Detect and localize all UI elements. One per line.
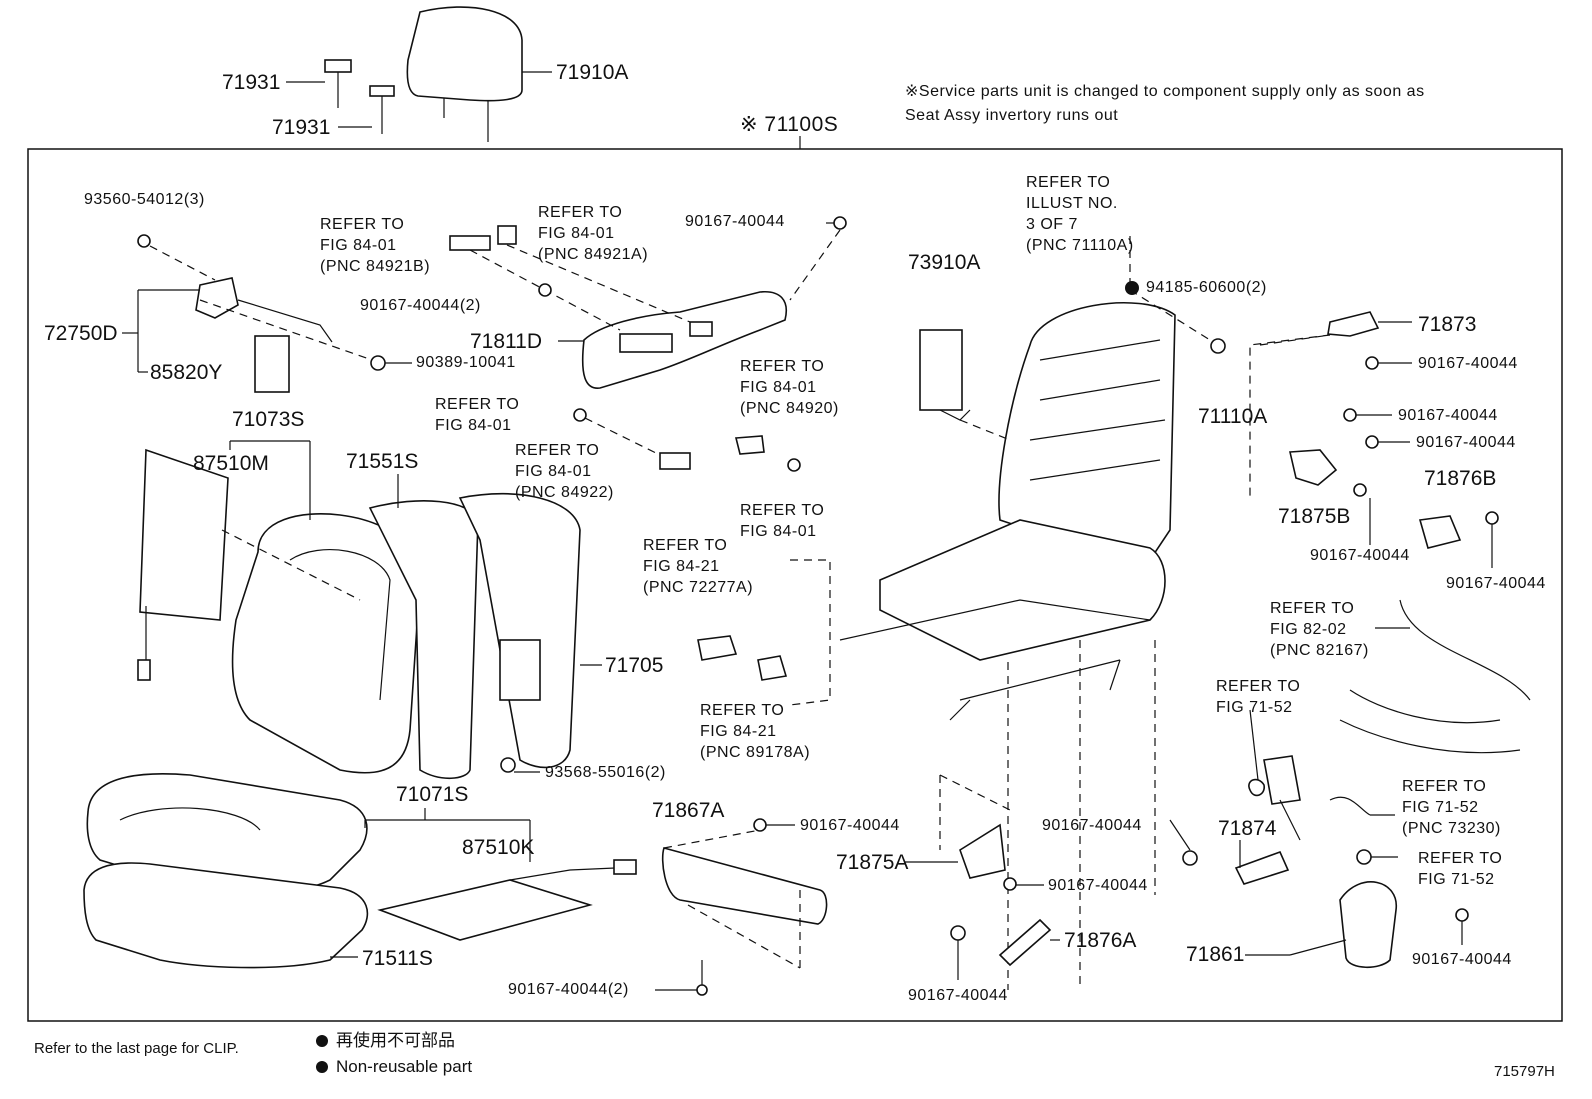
part-90167-c4[interactable]: 90167-40044 bbox=[1412, 951, 1512, 968]
part-93560[interactable]: 93560-54012(3) bbox=[84, 191, 205, 208]
part-71876B[interactable]: 71876B bbox=[1424, 467, 1497, 490]
part-85820Y[interactable]: 85820Y bbox=[150, 361, 223, 384]
legend-jp: 再使用不可部品 bbox=[316, 1032, 455, 1049]
service-note-line2: Seat Assy invertory runs out bbox=[905, 107, 1119, 124]
part-71073S[interactable]: 71073S bbox=[232, 408, 305, 431]
part-87510M[interactable]: 87510M bbox=[193, 452, 269, 475]
cover-bar-drawing bbox=[655, 818, 828, 996]
part-71705[interactable]: 71705 bbox=[605, 654, 664, 677]
bottom-center-drawing bbox=[905, 774, 1060, 980]
part-90167-mid[interactable]: 90167-40044 bbox=[800, 817, 900, 834]
part-71861[interactable]: 71861 bbox=[1186, 943, 1245, 966]
legend-en-text: Non-reusable part bbox=[336, 1057, 473, 1076]
non-reusable-marker-icon bbox=[1125, 281, 1139, 295]
legend-jp-text: 再使用不可部品 bbox=[336, 1031, 455, 1050]
part-72750D[interactable]: 72750D bbox=[44, 322, 118, 345]
part-90167-bot[interactable]: 90167-40044(2) bbox=[508, 981, 629, 998]
service-note-line1: ※Service parts unit is changed to compon… bbox=[905, 83, 1425, 100]
part-93568[interactable]: 93568-55016(2) bbox=[545, 764, 666, 781]
part-71876A[interactable]: 71876A bbox=[1064, 929, 1137, 952]
part-90167-top[interactable]: 90167-40044 bbox=[685, 213, 785, 230]
part-71511S[interactable]: 71511S bbox=[362, 947, 433, 970]
part-90167-r4[interactable]: 90167-40044 bbox=[1310, 547, 1410, 564]
clip-note: Refer to the last page for CLIP. bbox=[34, 1040, 239, 1057]
part-90167-c1[interactable]: 90167-40044 bbox=[1042, 817, 1142, 834]
part-73910A[interactable]: 73910A bbox=[908, 251, 981, 274]
part-90389[interactable]: 90389-10041 bbox=[416, 354, 516, 371]
part-90167-r2[interactable]: 90167-40044 bbox=[1398, 407, 1498, 424]
shield-drawing bbox=[449, 216, 847, 472]
part-87510K[interactable]: 87510K bbox=[462, 836, 535, 859]
legend-en: Non-reusable part bbox=[316, 1058, 472, 1075]
diagram-id: 715797H bbox=[1494, 1063, 1555, 1080]
headrest-drawing bbox=[406, 6, 552, 142]
part-71931-b[interactable]: 71931 bbox=[272, 116, 331, 139]
switch-drawing bbox=[697, 559, 831, 706]
part-71910A[interactable]: 71910A bbox=[556, 61, 629, 84]
assembly-label: ※ 71100S bbox=[740, 113, 839, 136]
recliner-drawing bbox=[122, 234, 412, 393]
part-71867A[interactable]: 71867A bbox=[652, 799, 725, 822]
part-71875A[interactable]: 71875A bbox=[836, 851, 909, 874]
part-71873[interactable]: 71873 bbox=[1418, 313, 1477, 336]
seatback-drawing bbox=[137, 440, 602, 780]
part-71110A[interactable]: 71110A bbox=[1198, 405, 1268, 428]
part-90167-c3[interactable]: 90167-40044 bbox=[908, 987, 1008, 1004]
part-71811D[interactable]: 71811D bbox=[470, 330, 543, 353]
part-90167-r1[interactable]: 90167-40044 bbox=[1418, 355, 1518, 372]
part-90167-c2[interactable]: 90167-40044 bbox=[1048, 877, 1148, 894]
part-71071S[interactable]: 71071S bbox=[396, 783, 469, 806]
part-90167-r3[interactable]: 90167-40044 bbox=[1416, 434, 1516, 451]
part-71551S[interactable]: 71551S bbox=[346, 450, 419, 473]
part-71931-a[interactable]: 71931 bbox=[222, 71, 281, 94]
assembly-frame bbox=[27, 148, 1563, 1022]
part-71874[interactable]: 71874 bbox=[1218, 817, 1277, 840]
legend-dot-icon bbox=[316, 1061, 328, 1073]
headrest-support-drawing bbox=[286, 59, 395, 134]
seat-frame-drawing bbox=[839, 236, 1226, 990]
part-90167-2a[interactable]: 90167-40044(2) bbox=[360, 297, 481, 314]
cushion-drawing bbox=[83, 772, 637, 969]
part-94185[interactable]: 94185-60600(2) bbox=[1146, 279, 1267, 296]
legend-dot-icon bbox=[316, 1035, 328, 1047]
right-parts-drawing bbox=[1169, 311, 1531, 969]
part-71875B[interactable]: 71875B bbox=[1278, 505, 1351, 528]
part-90167-r5[interactable]: 90167-40044 bbox=[1446, 575, 1546, 592]
